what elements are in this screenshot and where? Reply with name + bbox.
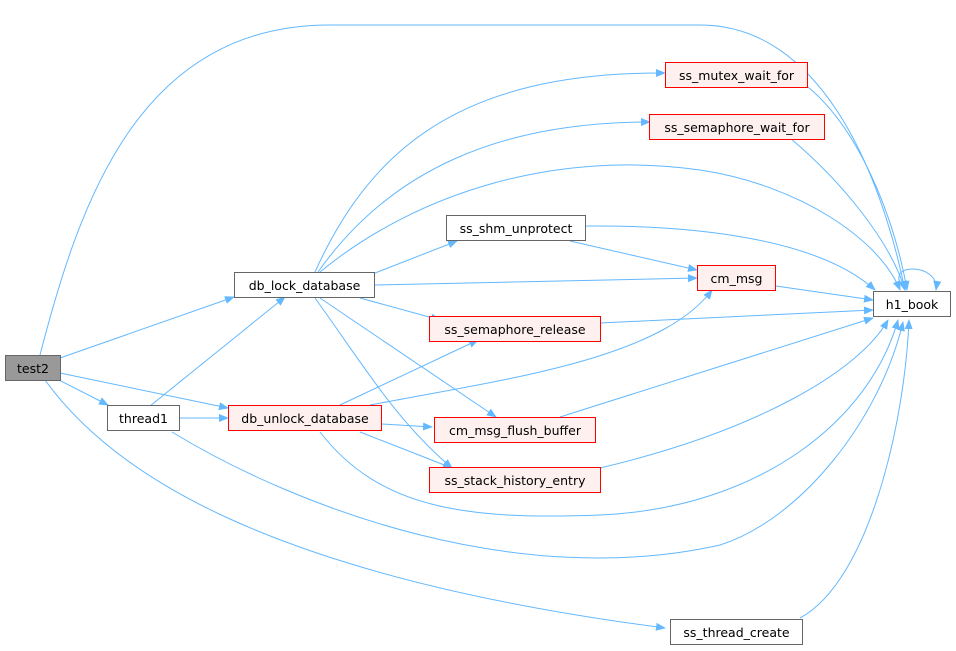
edge-lock-shm (369, 240, 458, 276)
edge-unlock-h1book (319, 319, 900, 517)
edge-lock-semrelease (359, 297, 441, 322)
edge-threadcreate-h1book (799, 319, 913, 619)
edge-shm-h1book (584, 225, 876, 291)
edge-mutex-h1book (807, 86, 910, 291)
node-ss-thread-create[interactable]: ss_thread_create (670, 619, 803, 645)
edge-unlock-flush (381, 422, 433, 431)
edge-h1book-self (898, 268, 942, 291)
node-ss-stack-history-entry[interactable]: ss_stack_history_entry (429, 467, 601, 493)
edge-lock-semwait (317, 118, 651, 273)
node-ss-mutex-wait-for[interactable]: ss_mutex_wait_for (665, 62, 808, 88)
node-cm-msg-flush-buffer[interactable]: cm_msg_flush_buffer (434, 417, 596, 443)
node-ss-semaphore-wait-for[interactable]: ss_semaphore_wait_for (649, 114, 825, 140)
edge-unlock-stack (359, 431, 453, 469)
node-h1-book[interactable]: h1_book (873, 291, 951, 317)
edge-stack-h1book (599, 319, 889, 469)
node-cm-msg[interactable]: cm_msg (697, 265, 776, 291)
edge-semrelease-h1book (599, 306, 874, 324)
node-db-unlock-database[interactable]: db_unlock_database (228, 405, 382, 431)
edge-thread1-h1_book (171, 321, 905, 559)
node-thread1[interactable]: thread1 (107, 405, 180, 431)
edge-test2-ss_thread_create (44, 379, 666, 631)
edge-semwait-h1book (789, 137, 907, 291)
edge-unlock-semrelease (339, 339, 479, 406)
edge-lock-stack (314, 297, 453, 469)
edge-thread1-db_lock_database (149, 296, 286, 407)
edge-lock-flush (319, 297, 497, 418)
edge-lock-cmmsg (374, 274, 698, 286)
edge-test2-db_lock_database (59, 296, 235, 359)
node-ss-semaphore-release[interactable]: ss_semaphore_release (429, 316, 601, 342)
edge-cmmsg-h1book (775, 285, 874, 303)
edge-shm-cmmsg (569, 240, 698, 272)
edge-lock-mutex (314, 68, 666, 273)
node-ss-shm-unprotect[interactable]: ss_shm_unprotect (446, 215, 586, 241)
node-db-lock-database[interactable]: db_lock_database (234, 272, 375, 298)
node-test2[interactable]: test2 (5, 355, 61, 381)
edge-test2-thread1 (54, 377, 109, 406)
edge-lock-h1book (319, 164, 901, 291)
edge-flush-h1book (559, 316, 874, 418)
edge-test2-db_unlock_database (59, 372, 229, 411)
edge-unlock-cmmsg (369, 289, 713, 406)
